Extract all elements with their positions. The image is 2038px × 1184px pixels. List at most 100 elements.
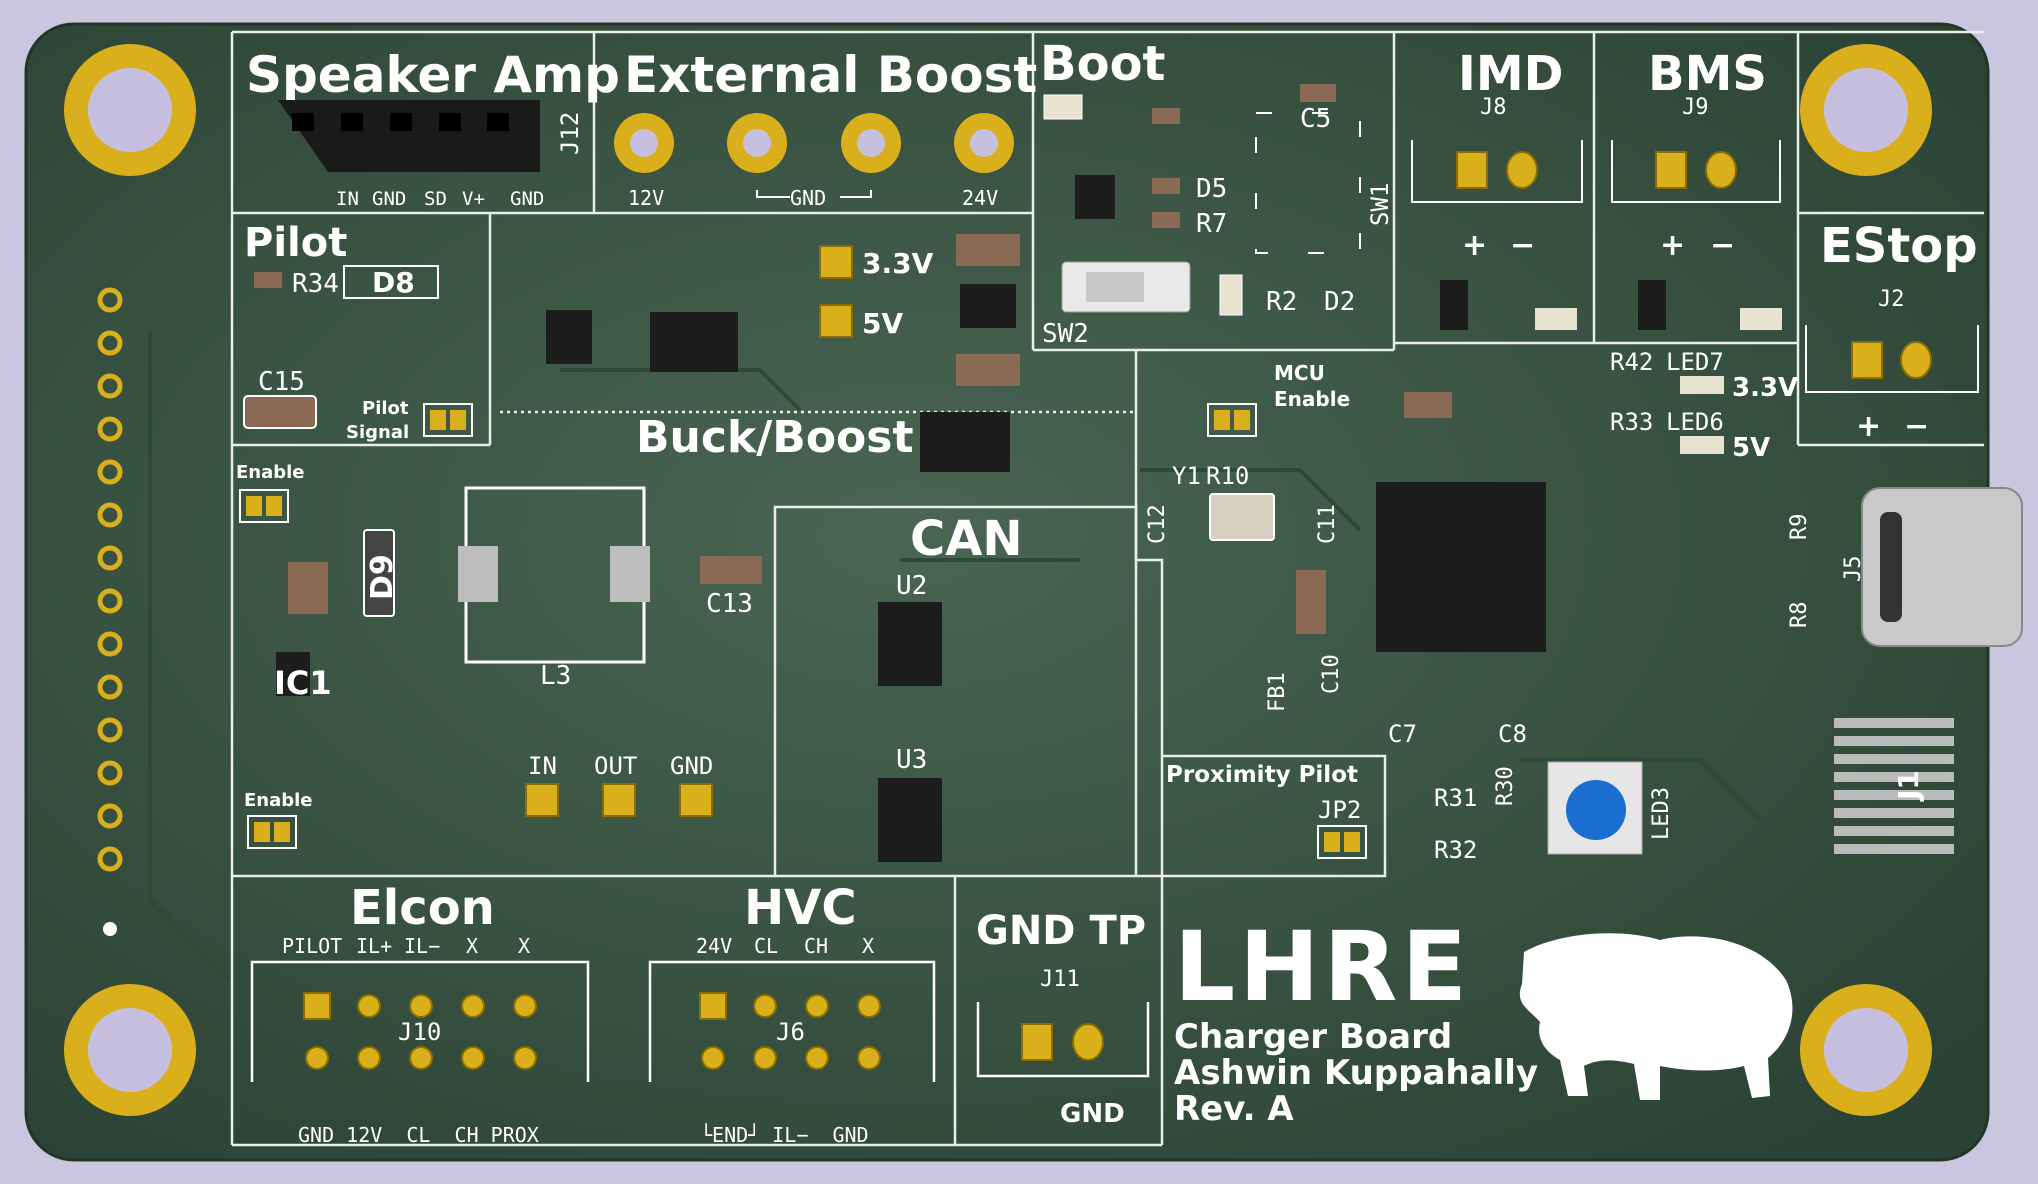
sw2-ref: SW2 [1042, 319, 1089, 349]
elcon-top-x1: X [466, 934, 478, 958]
u2-ref: U2 [896, 571, 927, 601]
j11-pin2 [1072, 1023, 1104, 1061]
elcon-bottom-pins: GND 12V CL CH PROX [298, 1123, 539, 1147]
estop-title: EStop [1820, 218, 1978, 274]
pilot-title: Pilot [244, 220, 347, 266]
c8-ref: C8 [1498, 720, 1527, 748]
external-boost-title: External Boost [624, 46, 1037, 104]
j12-ref: J12 [556, 112, 584, 155]
c7-ref: C7 [1388, 720, 1417, 748]
r34-ref: R34 [292, 269, 339, 299]
led3-lens [1566, 780, 1626, 840]
j10-ref: J10 [398, 1018, 441, 1046]
estop-plus: + [1856, 409, 1881, 444]
estop-minus: − [1904, 409, 1929, 444]
gnd-tp-title: GND TP [976, 908, 1146, 954]
tp-gnd-label: GND [670, 752, 713, 780]
c13-ref: C13 [706, 589, 753, 619]
capybara-logo [1519, 933, 1793, 1100]
d9-ref: D9 [365, 554, 400, 600]
tp-3v3 [819, 245, 853, 279]
speaker-amp-title: Speaker Amp [246, 46, 620, 104]
bms-minus: − [1710, 228, 1735, 263]
u3-ref: U3 [896, 745, 927, 775]
j11-pin1 [1021, 1023, 1053, 1061]
y1-crystal [1209, 493, 1275, 541]
r33-ref: R33 [1610, 408, 1653, 436]
j2-pin1 [1851, 341, 1883, 379]
led7-voltage: 3.3V [1732, 373, 1798, 403]
r32-ref: R32 [1434, 836, 1477, 864]
bms-title: BMS [1648, 46, 1767, 102]
u3-chip [878, 778, 942, 862]
ext-boost-gnd: GND [790, 186, 826, 210]
tp-5v [819, 304, 853, 338]
j9-ref: J9 [1682, 95, 1709, 120]
speaker-pin-sd: SD [424, 188, 447, 210]
l3-ref: L3 [540, 661, 571, 691]
u2-chip [878, 602, 942, 686]
tp-gnd [679, 783, 713, 817]
hvc-bottom-pins: └END┘ IL− GND [700, 1123, 869, 1147]
mounting-hole-tr [1800, 44, 1932, 176]
j8-pin2 [1506, 151, 1538, 189]
tp-in [525, 783, 559, 817]
r10-ref: R10 [1206, 462, 1249, 490]
boot-title: Boot [1040, 36, 1165, 92]
elcon-title: Elcon [350, 880, 495, 936]
ext-boost-12v: 12V [628, 186, 664, 210]
speaker-pin-gnd: GND [372, 188, 406, 210]
mcu-enable-line1: MCU [1274, 361, 1325, 385]
j12-header [278, 100, 540, 172]
r31-ref: R31 [1434, 784, 1477, 812]
board-name: Charger Board [1174, 1017, 1452, 1057]
tp-out [602, 783, 636, 817]
lhre-logo: LHRE [1174, 911, 1471, 1023]
hvc-top-24v: 24V [696, 934, 732, 958]
pilot-signal-label: Pilot [362, 398, 409, 419]
sw1-ref: SW1 [1366, 183, 1394, 226]
led3-ref: LED3 [1649, 787, 1674, 840]
elcon-top-ilplus: IL+ [356, 934, 392, 958]
mcu-enable-line2: Enable [1274, 387, 1350, 411]
hvc-top-x: X [862, 934, 874, 958]
hvc-top-ch: CH [804, 934, 828, 958]
j6-pin1 [699, 992, 727, 1020]
enable-label-2: Enable [244, 790, 313, 811]
d5-ref: D5 [1196, 174, 1227, 204]
j2-pin2 [1900, 341, 1932, 379]
imd-plus: + [1462, 228, 1487, 263]
led7-ref: LED7 [1666, 348, 1724, 376]
tp-5v-label: 5V [862, 307, 903, 340]
j9-pin2 [1705, 151, 1737, 189]
led6-voltage: 5V [1732, 433, 1770, 463]
external-boost-pads [614, 113, 1014, 173]
boot-led [1043, 94, 1083, 120]
d8-ref: D8 [372, 266, 415, 299]
svg-text:Signal: Signal [346, 422, 409, 443]
hvc-top-cl: CL [754, 934, 778, 958]
revision: Rev. A [1174, 1089, 1294, 1129]
r8-ref: R8 [1787, 602, 1812, 629]
j11-ref: J11 [1040, 967, 1080, 992]
ic1-ref: IC1 [274, 664, 332, 702]
r2-ref: R2 [1266, 287, 1297, 317]
mounting-hole-tl [64, 44, 196, 176]
c5-ref: C5 [1300, 104, 1331, 134]
y1-ref: Y1 [1172, 462, 1201, 490]
enable-label-1: Enable [236, 462, 305, 483]
bms-plus: + [1660, 228, 1685, 263]
j8-ref: J8 [1480, 95, 1507, 120]
elcon-top-pilot: PILOT [282, 934, 342, 958]
speaker-pin-gnd2: GND [510, 188, 544, 210]
j8-pin1 [1456, 151, 1488, 189]
mounting-hole-br [1800, 984, 1932, 1116]
mounting-hole-bl [64, 984, 196, 1116]
j1-connector [1834, 718, 1954, 854]
buck-boost-title: Buck/Boost [636, 412, 914, 463]
c15-ref: C15 [258, 367, 305, 397]
speaker-pin-in: IN [336, 188, 359, 210]
gnd-tp-label: GND [1060, 1099, 1125, 1129]
r9-ref: R9 [1787, 514, 1812, 541]
